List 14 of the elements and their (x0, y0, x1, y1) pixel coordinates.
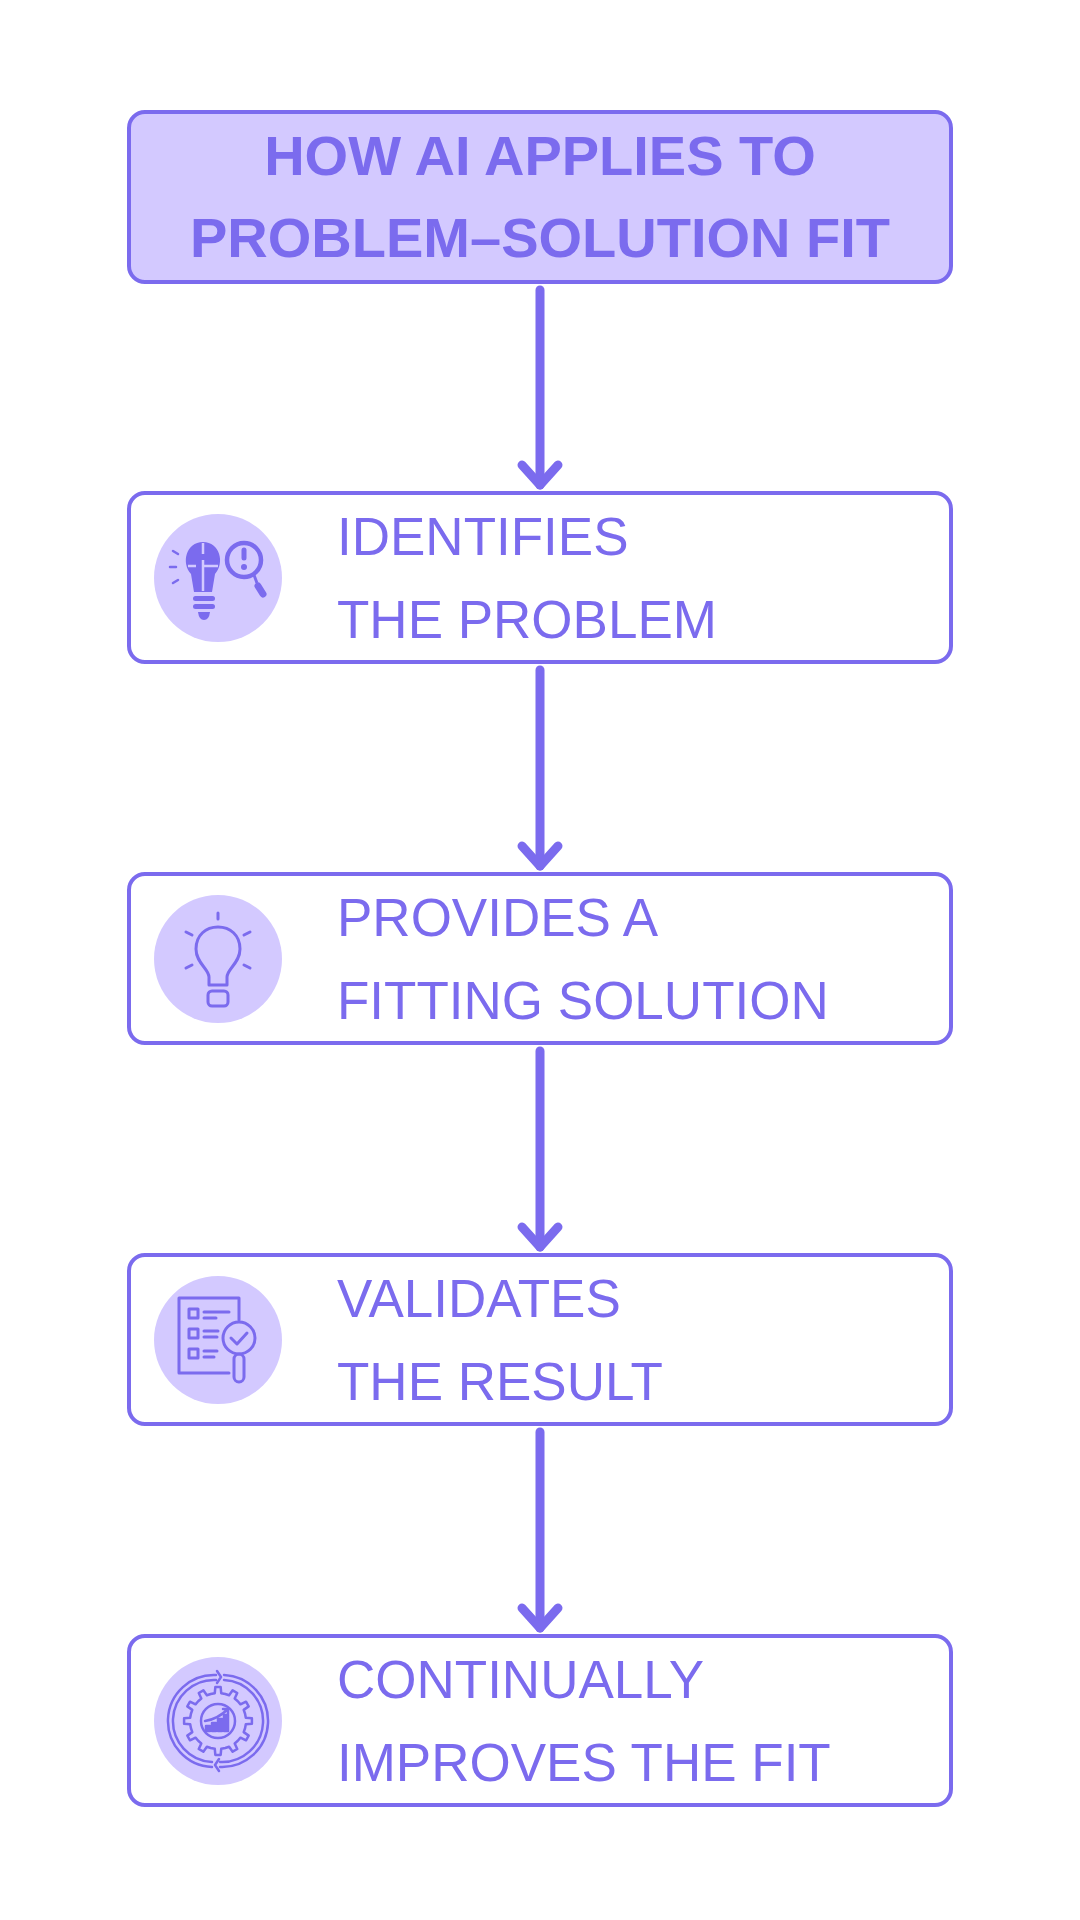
arrow (517, 285, 563, 490)
step-box (127, 872, 953, 1045)
step-box (127, 1253, 953, 1426)
step-label: CONTINUALLY IMPROVES THE FIT (337, 1648, 832, 1794)
step-box (127, 491, 953, 664)
header-box (127, 110, 953, 284)
step-box (127, 1634, 953, 1807)
step-label: IDENTIFIES THE PROBLEM (337, 505, 718, 651)
step-label: PROVIDES A FITTING SOLUTION (337, 886, 830, 1032)
arrow (517, 1046, 563, 1252)
arrow (517, 665, 563, 871)
header-text: HOW AI APPLIES TO PROBLEM–SOLUTION FIT (189, 123, 891, 271)
step-label: VALIDATES THE RESULT (337, 1267, 664, 1413)
arrow (517, 1427, 563, 1633)
